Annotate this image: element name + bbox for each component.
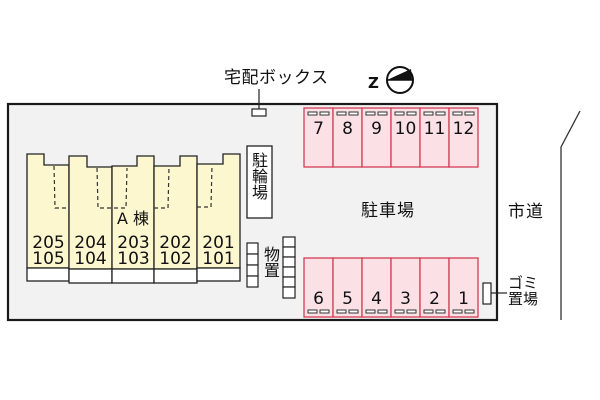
parking-stall-8: 8 bbox=[342, 119, 353, 139]
unit-lower-number: 103 bbox=[117, 249, 150, 269]
parking-stall-6: 6 bbox=[313, 289, 324, 309]
unit-lower-number: 101 bbox=[202, 249, 235, 269]
storage-boxes-right bbox=[282, 236, 296, 299]
parking-lot-label: 駐車場 bbox=[361, 201, 415, 221]
trash-label-line1: ゴミ bbox=[508, 274, 539, 292]
parking-stall-4: 4 bbox=[371, 289, 382, 309]
unit-204-104: 204 104 bbox=[69, 233, 112, 269]
building-label: A 棟 bbox=[117, 209, 150, 228]
bicycle-parking-label: 駐輪場 bbox=[249, 152, 268, 200]
parking-stall-7: 7 bbox=[313, 119, 324, 139]
trash-area-label: ゴミ 置場 bbox=[508, 274, 539, 308]
road-edge bbox=[560, 110, 581, 320]
parking-stall-9: 9 bbox=[371, 119, 382, 139]
unit-205-105: 205 105 bbox=[27, 233, 70, 269]
parking-stall-10: 10 bbox=[394, 119, 417, 139]
north-indicator-label: Z bbox=[368, 74, 379, 92]
parking-stall-11: 11 bbox=[423, 119, 446, 139]
trash-label-line2: 置場 bbox=[508, 289, 539, 308]
trash-box-icon bbox=[482, 282, 507, 305]
unit-upper-number: 201 bbox=[202, 233, 235, 253]
parking-stall-12: 12 bbox=[452, 119, 475, 139]
unit-lower-number: 102 bbox=[159, 249, 192, 269]
parking-stall-2: 2 bbox=[429, 289, 440, 309]
wheel-stops-bottom bbox=[307, 309, 475, 314]
north-compass-icon bbox=[386, 66, 414, 94]
unit-203-103: 203 103 bbox=[112, 233, 155, 269]
storage-label: 物置 bbox=[261, 246, 280, 278]
unit-upper-number: 204 bbox=[74, 233, 107, 253]
unit-lower-number: 105 bbox=[32, 249, 65, 269]
parking-stall-5: 5 bbox=[342, 289, 353, 309]
delivery-box-label: 宅配ボックス bbox=[224, 68, 329, 88]
unit-lower-number: 104 bbox=[74, 249, 107, 269]
building-a bbox=[26, 153, 241, 284]
delivery-box-icon bbox=[251, 89, 267, 117]
bicycle-parking-area bbox=[246, 145, 273, 219]
parking-row-top bbox=[303, 107, 479, 168]
parking-stall-3: 3 bbox=[400, 289, 411, 309]
unit-201-101: 201 101 bbox=[197, 233, 240, 269]
road-label: 市道 bbox=[508, 202, 544, 222]
unit-upper-number: 203 bbox=[117, 233, 150, 253]
wheel-stops-top bbox=[307, 111, 475, 116]
unit-upper-number: 202 bbox=[159, 233, 192, 253]
unit-202-102: 202 102 bbox=[154, 233, 197, 269]
unit-upper-number: 205 bbox=[32, 233, 65, 253]
stair-dashes bbox=[53, 164, 213, 209]
parking-row-bottom bbox=[303, 257, 479, 318]
parking-stall-1: 1 bbox=[458, 289, 469, 309]
storage-boxes-left bbox=[246, 242, 259, 288]
